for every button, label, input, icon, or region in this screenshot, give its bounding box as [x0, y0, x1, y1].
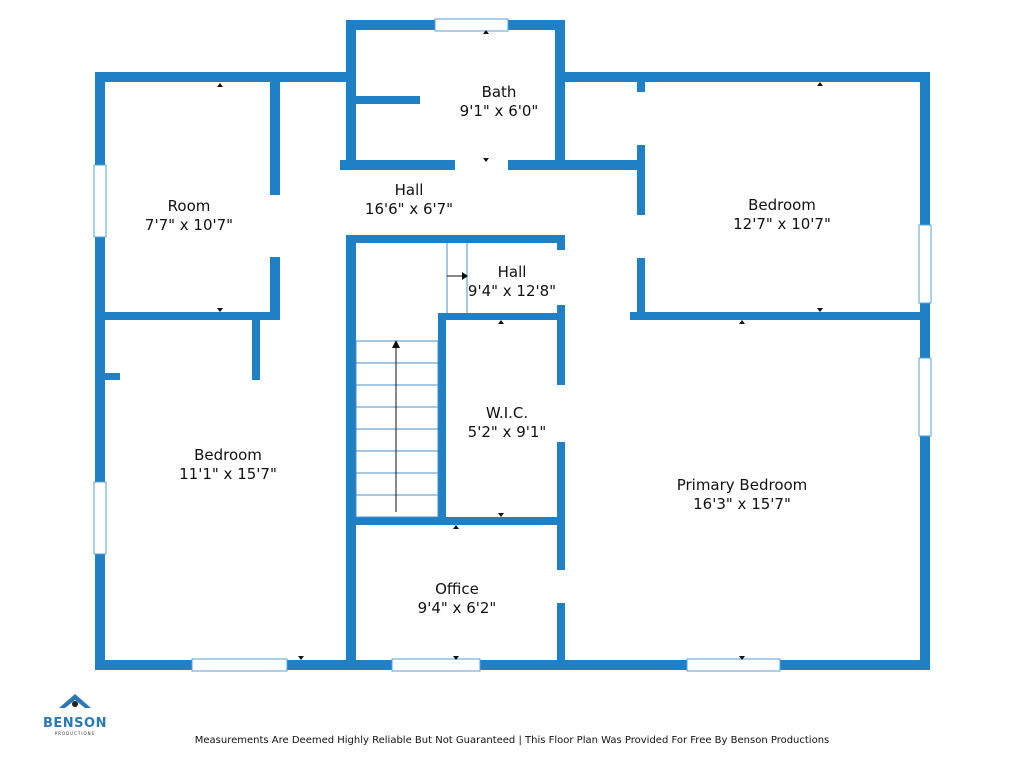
room-name: Hall	[395, 181, 424, 199]
room-dims: 16'3" x 15'7"	[693, 495, 791, 513]
room-dims: 9'1" x 6'0"	[460, 102, 539, 120]
room-name: Bedroom	[748, 196, 816, 214]
room-labels: Bath 9'1" x 6'0" Room 7'7" x 10'7" Hall …	[145, 83, 831, 617]
room-dims: 16'6" x 6'7"	[365, 200, 453, 218]
logo-name: BENSON	[43, 716, 107, 731]
floor-plan: Bath 9'1" x 6'0" Room 7'7" x 10'7" Hall …	[93, 18, 932, 672]
room-name: Hall	[498, 263, 527, 281]
benson-logo: BENSON PRODUCTIONS	[40, 692, 110, 736]
logo-sub: PRODUCTIONS	[54, 731, 96, 736]
room-dims: 11'1" x 15'7"	[179, 465, 277, 483]
room-dims: 7'7" x 10'7"	[145, 216, 233, 234]
windows	[93, 18, 932, 672]
measurement-markers	[217, 30, 823, 660]
arrow-icon	[462, 272, 468, 280]
house-logo-icon	[59, 694, 91, 708]
footer-disclaimer: Measurements Are Deemed Highly Reliable …	[194, 735, 830, 746]
room-dims: 5'2" x 9'1"	[468, 423, 547, 441]
room-name: Primary Bedroom	[677, 476, 808, 494]
room-name: Bath	[482, 83, 517, 101]
room-name: Office	[435, 580, 479, 598]
room-name: W.I.C.	[486, 404, 528, 422]
room-name: Bedroom	[194, 446, 262, 464]
room-dims: 12'7" x 10'7"	[733, 215, 831, 233]
room-dims: 9'4" x 12'8"	[468, 282, 556, 300]
staircase	[355, 243, 468, 518]
room-dims: 9'4" x 6'2"	[418, 599, 497, 617]
room-name: Room	[168, 197, 211, 215]
stair-arrow-icon	[392, 340, 400, 348]
